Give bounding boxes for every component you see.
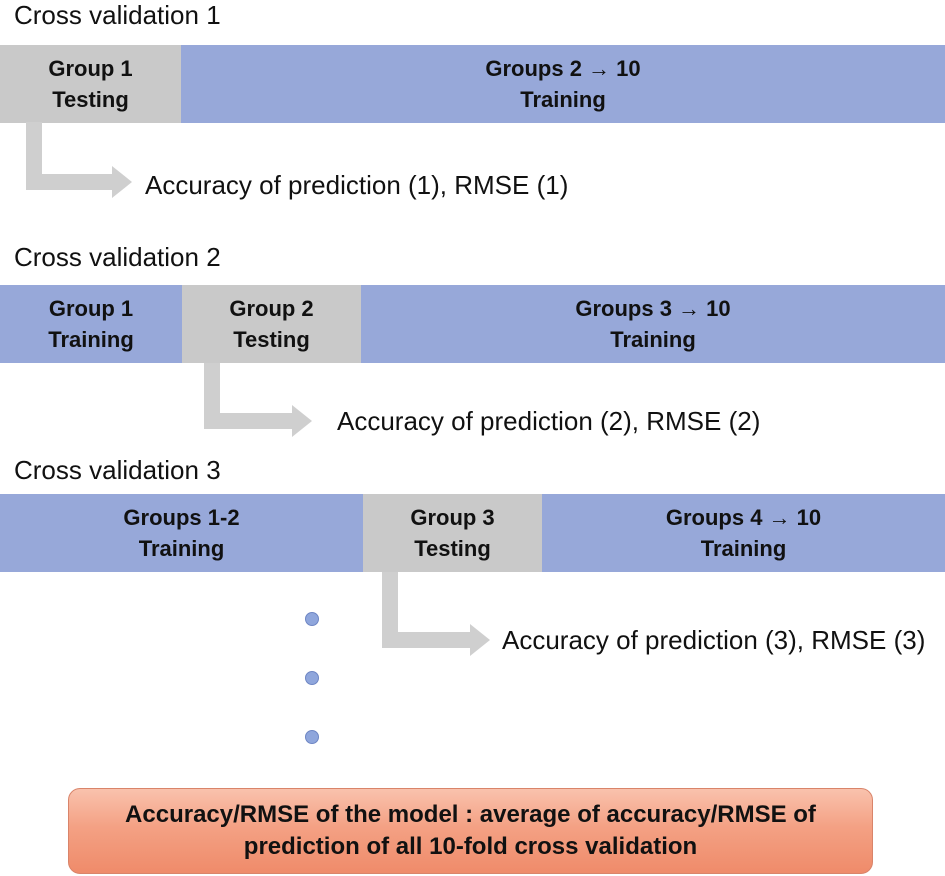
segment-group-label: Group 1 bbox=[48, 296, 134, 321]
fold3-result-arrow-icon bbox=[382, 572, 490, 656]
fold1-result-arrow-icon bbox=[26, 122, 132, 198]
fold2-group1-training-segment: Group 1 Training bbox=[0, 285, 182, 363]
fold1-group1-testing-segment: Group 1 Testing bbox=[0, 45, 181, 123]
segment-role-label: Training bbox=[48, 327, 134, 352]
model-summary-box: Accuracy/RMSE of the model : average of … bbox=[68, 788, 873, 874]
summary-line-1: Accuracy/RMSE of the model : average of … bbox=[125, 801, 816, 828]
cross-validation-2-bar: Group 1 Training Group 2 Testing Groups … bbox=[0, 285, 945, 363]
cross-validation-1-bar: Group 1 Testing Groups 2 → 10 Training bbox=[0, 45, 945, 123]
fold2-groups3-10-training-segment: Groups 3 → 10 Training bbox=[361, 285, 945, 363]
fold2-group2-testing-segment: Group 2 Testing bbox=[182, 285, 361, 363]
segment-group-label: Group 2 bbox=[229, 296, 314, 321]
segment-group-label: Group 1 bbox=[48, 56, 133, 81]
segment-role-label: Training bbox=[520, 87, 606, 112]
cross-validation-1-title: Cross validation 1 bbox=[14, 0, 221, 30]
ellipsis-dot-2 bbox=[305, 671, 319, 685]
segment-role-label: Training bbox=[138, 536, 225, 561]
segment-group-label: Group 3 bbox=[410, 505, 495, 530]
cross-validation-3-bar: Groups 1-2 Training Group 3 Testing Grou… bbox=[0, 494, 945, 572]
segment-role-label: Testing bbox=[233, 327, 310, 352]
segment-role-label: Training bbox=[700, 536, 787, 561]
ellipsis-dot-3 bbox=[305, 730, 319, 744]
cross-validation-2-title: Cross validation 2 bbox=[14, 242, 221, 272]
fold1-result-text: Accuracy of prediction (1), RMSE (1) bbox=[145, 170, 569, 200]
ellipsis-dot-1 bbox=[305, 612, 319, 626]
fold3-result-text: Accuracy of prediction (3), RMSE (3) bbox=[502, 625, 926, 655]
segment-role-label: Testing bbox=[52, 87, 129, 112]
summary-line-2: prediction of all 10-fold cross validati… bbox=[243, 833, 698, 860]
fold3-groups4-10-training-segment: Groups 4 → 10 Training bbox=[542, 494, 945, 572]
fold2-result-text: Accuracy of prediction (2), RMSE (2) bbox=[337, 406, 761, 436]
segment-group-label: Groups 1-2 bbox=[123, 505, 240, 530]
segment-group-label: Groups 3 → 10 bbox=[575, 296, 731, 321]
segment-role-label: Testing bbox=[414, 536, 491, 561]
fold3-groups1-2-training-segment: Groups 1-2 Training bbox=[0, 494, 363, 572]
fold2-result-arrow-icon bbox=[204, 363, 312, 437]
cross-validation-3-title: Cross validation 3 bbox=[14, 455, 221, 485]
segment-group-label: Groups 4 → 10 bbox=[665, 505, 822, 530]
fold3-group3-testing-segment: Group 3 Testing bbox=[363, 494, 542, 572]
segment-role-label: Training bbox=[610, 327, 696, 352]
fold1-groups2-10-training-segment: Groups 2 → 10 Training bbox=[181, 45, 945, 123]
segment-group-label: Groups 2 → 10 bbox=[485, 56, 641, 81]
